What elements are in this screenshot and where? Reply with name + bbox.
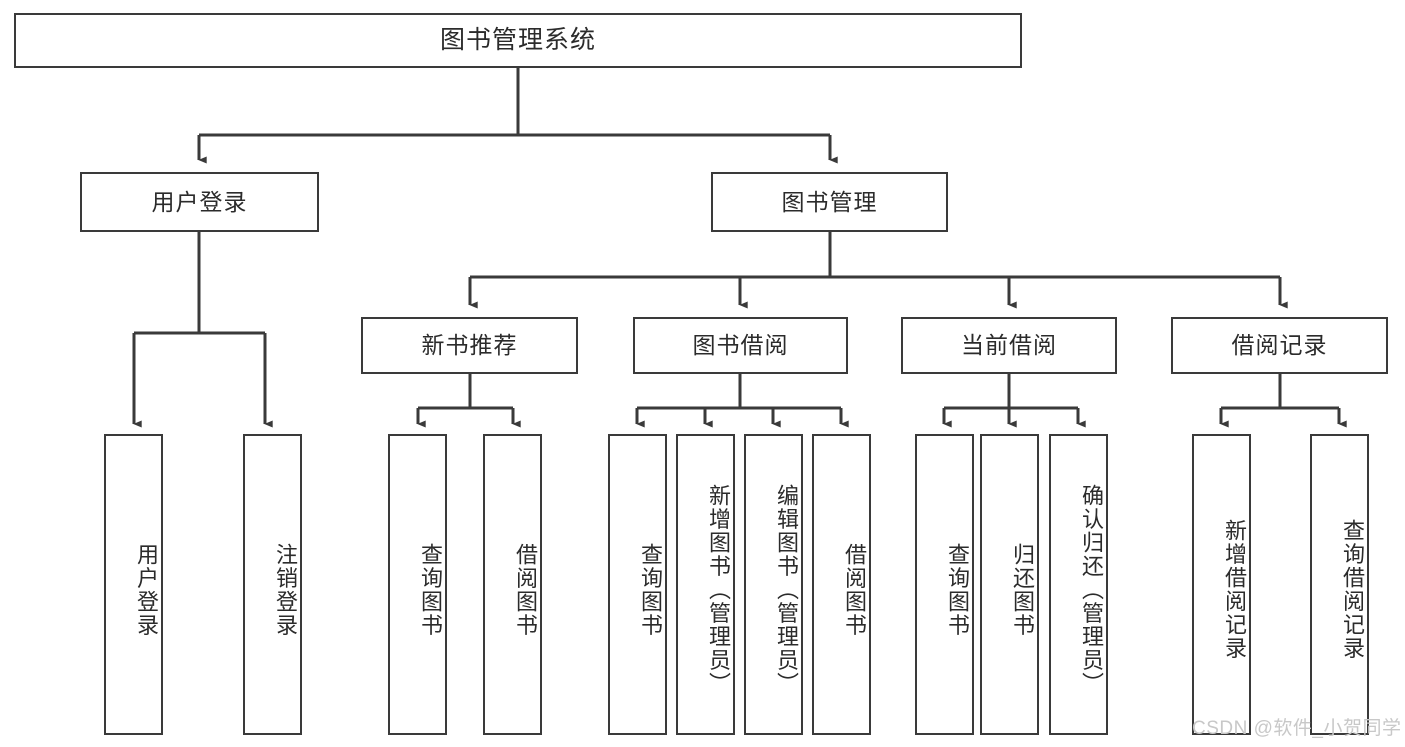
node-borrow-record[interactable]: 借阅记录 [1171, 317, 1388, 374]
node-user-login[interactable]: 用户登录 [80, 172, 319, 232]
leaf-record-query-record[interactable]: 查询借阅记录 [1310, 434, 1369, 735]
leaf-new-book-borrow-book[interactable]: 借阅图书 [483, 434, 542, 735]
leaf-current-return-book[interactable]: 归还图书 [980, 434, 1039, 735]
leaf-borrow-query-book[interactable]: 查询图书 [608, 434, 667, 735]
leaf-label: 编辑图书（管理员） [774, 483, 799, 696]
leaf-label: 用户登录 [134, 542, 159, 637]
leaf-label: 查询图书 [945, 542, 970, 637]
leaf-current-query-book[interactable]: 查询图书 [915, 434, 974, 735]
leaf-user-login-logout[interactable]: 注销登录 [243, 434, 302, 735]
node-book-borrow[interactable]: 图书借阅 [633, 317, 848, 374]
watermark-csdn: CSDN @软件_小贺同学 [1192, 718, 1402, 739]
leaf-label: 借阅图书 [513, 542, 538, 637]
leaf-current-confirm-return-admin[interactable]: 确认归还（管理员） [1049, 434, 1108, 735]
leaf-label: 新增借阅记录 [1222, 519, 1247, 660]
leaf-new-book-query-book[interactable]: 查询图书 [388, 434, 447, 735]
leaf-label: 查询借阅记录 [1340, 519, 1365, 660]
leaf-label: 归还图书 [1010, 542, 1035, 637]
leaf-label: 查询图书 [418, 542, 443, 637]
node-book-management[interactable]: 图书管理 [711, 172, 948, 232]
leaf-user-login-login[interactable]: 用户登录 [104, 434, 163, 735]
node-root[interactable]: 图书管理系统 [14, 13, 1022, 68]
leaf-borrow-add-book-admin[interactable]: 新增图书（管理员） [676, 434, 735, 735]
node-current-borrow[interactable]: 当前借阅 [901, 317, 1117, 374]
leaf-record-add-record[interactable]: 新增借阅记录 [1192, 434, 1251, 735]
leaf-label: 新增图书（管理员） [706, 483, 731, 696]
leaf-borrow-edit-book-admin[interactable]: 编辑图书（管理员） [744, 434, 803, 735]
leaf-label: 查询图书 [638, 542, 663, 637]
leaf-label: 确认归还（管理员） [1079, 483, 1104, 696]
leaf-label: 注销登录 [273, 542, 298, 637]
leaf-label: 借阅图书 [842, 542, 867, 637]
leaf-borrow-borrow-book[interactable]: 借阅图书 [812, 434, 871, 735]
node-new-book-recommend[interactable]: 新书推荐 [361, 317, 578, 374]
